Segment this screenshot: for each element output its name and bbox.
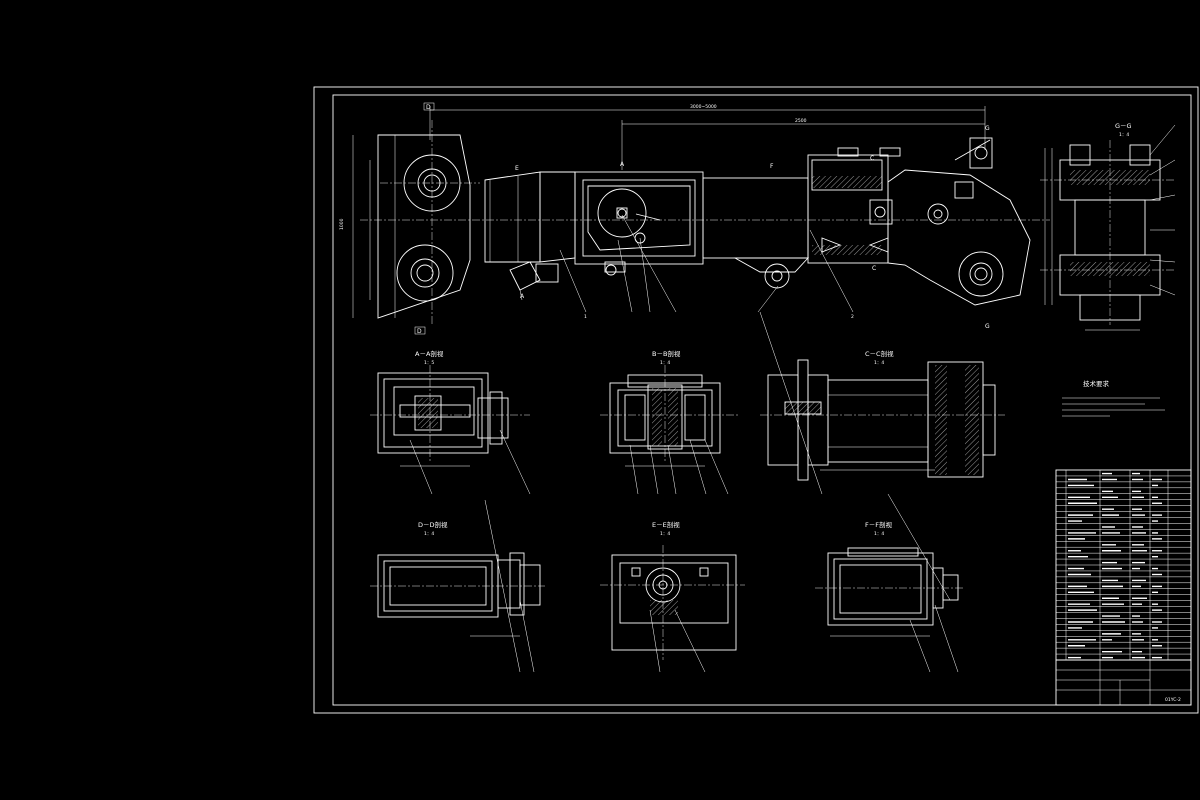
section-gg-scale: 1：4	[1119, 132, 1129, 138]
sheet-inner-border	[332, 94, 1192, 706]
section-marker-a-bottom: A	[520, 293, 525, 300]
section-dd-title: D－D剖视	[418, 520, 448, 529]
section-ee-scale: 1：4	[660, 531, 670, 537]
section-marker-d-top: D	[426, 104, 431, 111]
section-marker-d-bottom: D	[417, 328, 422, 335]
section-view-cc: C－C剖视 1：4	[759, 311, 1005, 601]
section-marker-c-top: C	[870, 155, 874, 162]
section-bb-scale: 1：4	[660, 360, 670, 366]
section-cc-scale: 1：4	[874, 360, 884, 366]
section-marker-g-bottom: G	[985, 323, 990, 330]
section-gg-title: G－G	[1115, 122, 1132, 130]
overall-length-dimension: 3000~5000	[690, 104, 717, 110]
section-aa-title: A－A剖视	[415, 349, 444, 358]
section-view-ee: E－E剖视 1：4	[600, 520, 745, 673]
section-view-bb: B－B剖视 1：4	[600, 349, 740, 495]
section-cc-title: C－C剖视	[865, 349, 894, 358]
section-marker-c-bottom: C	[872, 265, 876, 272]
main-elevation-view: 3000~5000 2500 1000 D D	[339, 102, 1050, 335]
section-ee-title: E－E剖视	[652, 520, 680, 529]
technical-notes: 技术要求	[1062, 379, 1165, 417]
stroke-dimension: 2500	[795, 118, 807, 124]
section-view-aa: A－A剖视 1：5	[370, 349, 531, 495]
part-number-2: 2	[851, 314, 854, 320]
parts-list-table	[1055, 469, 1192, 661]
section-bb-title: B－B剖视	[652, 349, 681, 358]
drawing-number: 01YC-2	[1165, 697, 1181, 703]
section-ff-title: F－F剖视	[865, 520, 892, 529]
part-number-1: 1	[584, 314, 587, 320]
section-marker-e: E	[515, 165, 519, 172]
height-dimension: 1000	[339, 218, 345, 230]
section-view-dd: D－D剖视 1：4	[370, 499, 545, 673]
section-dd-scale: 1：4	[424, 531, 434, 537]
section-view-ff: F－F剖视 1：4	[815, 520, 965, 673]
section-view-gg: G－G 1：4	[1040, 122, 1176, 331]
section-marker-g-top: G	[985, 125, 990, 132]
title-block: 01YC-2	[1055, 659, 1192, 706]
sheet-outer-border	[313, 86, 1199, 714]
section-ff-scale: 1：4	[874, 531, 884, 537]
notes-title: 技术要求	[1083, 379, 1110, 388]
section-marker-a-top: A	[620, 161, 625, 168]
section-aa-scale: 1：5	[424, 360, 434, 366]
section-marker-f: F	[770, 163, 774, 170]
